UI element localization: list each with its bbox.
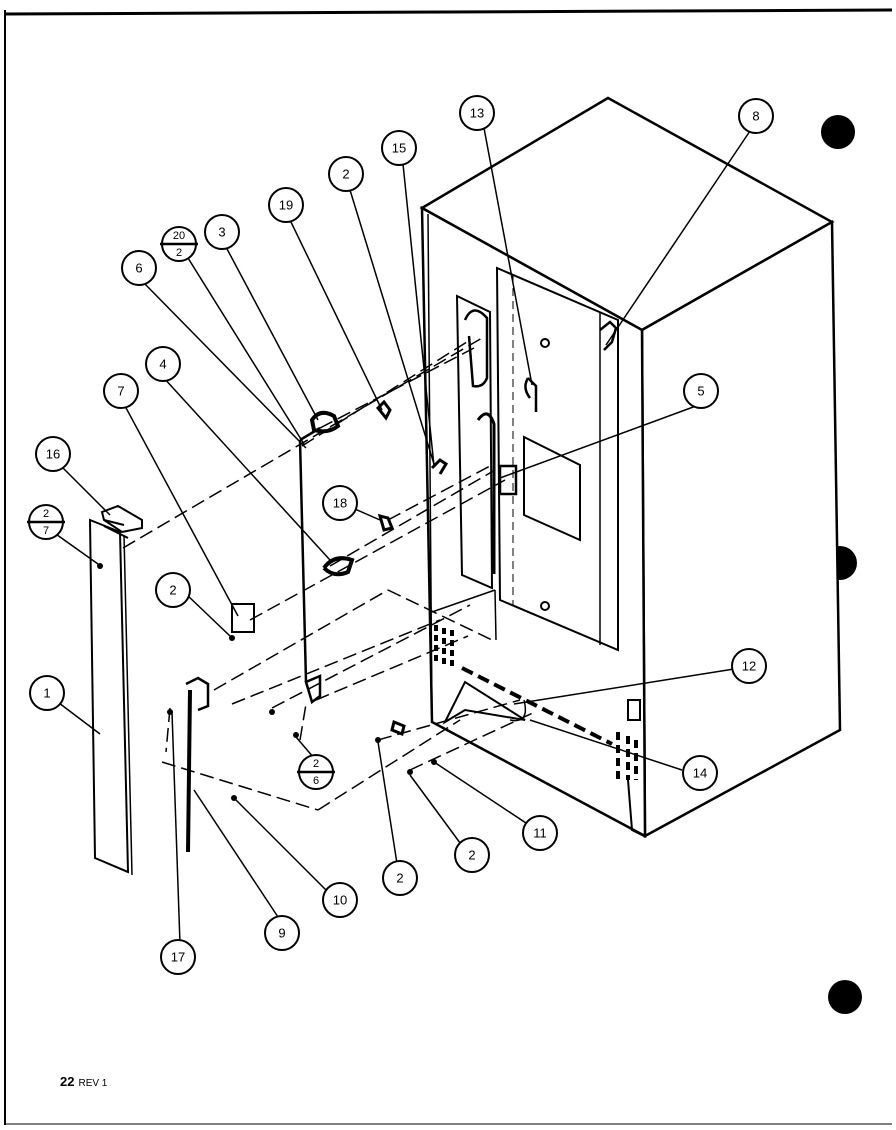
- fraction-callouts: 20 2 2 7 2 6: [27, 226, 335, 790]
- callout-16: 16: [35, 436, 71, 472]
- svg-text:16: 16: [46, 447, 60, 462]
- callout-19: 19: [268, 187, 304, 223]
- svg-text:19: 19: [279, 198, 293, 213]
- svg-text:5: 5: [697, 384, 704, 399]
- callout-6: 6: [121, 250, 157, 286]
- callout-15: 15: [381, 130, 417, 166]
- callout-1: 1: [29, 675, 65, 711]
- svg-text:2: 2: [468, 848, 475, 863]
- screws: [97, 563, 437, 801]
- cabinet: [419, 96, 842, 839]
- callout-17: 17: [160, 939, 196, 975]
- svg-text:2: 2: [396, 871, 403, 886]
- callout-9: 9: [264, 915, 300, 951]
- callout-20-over-2: 20 2: [160, 226, 198, 262]
- svg-text:17: 17: [171, 950, 185, 965]
- callout-13: 13: [459, 95, 495, 131]
- svg-text:20: 20: [173, 230, 185, 242]
- callout-8: 8: [738, 98, 774, 134]
- callout-11: 11: [522, 815, 558, 851]
- svg-text:3: 3: [218, 225, 225, 240]
- svg-text:6: 6: [135, 261, 142, 276]
- callout-7: 7: [103, 373, 139, 409]
- svg-text:2: 2: [313, 758, 319, 770]
- svg-text:7: 7: [117, 384, 124, 399]
- svg-text:2: 2: [176, 247, 182, 259]
- leader-lines: [52, 127, 751, 945]
- callout-2: 2: [454, 837, 490, 873]
- clip-16: [100, 504, 143, 534]
- callout-10: 10: [322, 882, 358, 918]
- callout-2: 2: [155, 572, 191, 608]
- callout-2-over-6: 2 6: [297, 754, 335, 790]
- svg-text:13: 13: [470, 106, 484, 121]
- assembly-guide-lines: [122, 337, 536, 811]
- revision-label: REV 1: [78, 1078, 108, 1089]
- callout-4: 4: [145, 346, 181, 382]
- svg-text:2: 2: [43, 508, 49, 520]
- side-strip: [88, 518, 133, 876]
- svg-text:11: 11: [533, 826, 547, 841]
- svg-text:6: 6: [313, 775, 319, 787]
- svg-text:8: 8: [752, 109, 759, 124]
- svg-text:4: 4: [159, 357, 166, 372]
- svg-text:10: 10: [333, 893, 347, 908]
- svg-text:2: 2: [169, 583, 176, 598]
- svg-text:2: 2: [342, 167, 349, 182]
- svg-text:12: 12: [742, 659, 756, 674]
- callout-14: 14: [682, 755, 718, 791]
- svg-text:15: 15: [392, 141, 406, 156]
- callout-2: 2: [382, 860, 418, 896]
- callout-3: 3: [204, 214, 240, 250]
- callout-12: 12: [731, 648, 767, 684]
- page-border: [3, 8, 893, 1125]
- callout-2-over-7: 2 7: [27, 504, 65, 540]
- callouts: 13 8 15 2 2 19 3 6 4 7 5 16 18 2 1 12 14…: [29, 95, 774, 975]
- svg-text:7: 7: [43, 525, 49, 537]
- callout-5: 5: [683, 373, 719, 409]
- svg-text:1: 1: [43, 686, 50, 701]
- svg-text:9: 9: [278, 926, 285, 941]
- base-vents: [434, 625, 645, 837]
- control-bracket: [185, 399, 449, 853]
- callout-2: 2: [328, 156, 364, 192]
- svg-text:14: 14: [693, 766, 707, 781]
- page-code-number: 22: [60, 1074, 75, 1089]
- svg-text:18: 18: [333, 496, 347, 511]
- callout-18: 18: [322, 485, 358, 521]
